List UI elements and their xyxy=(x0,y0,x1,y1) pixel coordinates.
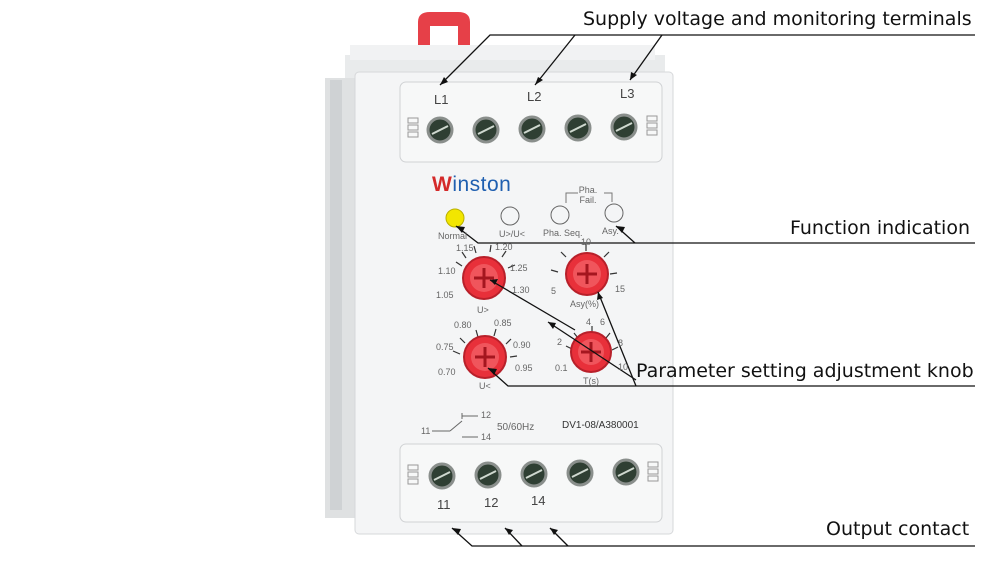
terminal-label-11: 11 xyxy=(437,497,451,512)
brand-rest: inston xyxy=(452,173,512,196)
uunder-tick: 0.70 xyxy=(438,367,456,377)
label-normal: Normal xyxy=(438,231,468,241)
pha-seq-led xyxy=(550,205,570,225)
time-tick: 0.1 xyxy=(555,363,568,373)
top-screws xyxy=(426,113,638,144)
relay-label-12: 12 xyxy=(481,410,492,420)
knob-asy xyxy=(565,252,609,296)
uunder-tick: 0.80 xyxy=(454,320,472,330)
knob-u-over xyxy=(462,256,506,300)
callout-supply-terminals: Supply voltage and monitoring terminals xyxy=(583,8,972,30)
terminal-label-l3: L3 xyxy=(620,86,635,101)
time-tick: 8 xyxy=(618,338,624,348)
time-tick: 6 xyxy=(600,317,606,327)
uunder-tick: 0.75 xyxy=(436,342,454,352)
asy-led xyxy=(604,203,624,223)
relay-label-11: 11 xyxy=(421,426,431,436)
uover-tick: 1.10 xyxy=(438,266,456,276)
label-pha-seq: Pha. Seq. xyxy=(543,228,583,238)
asy-tick: 5 xyxy=(551,286,557,296)
knob-time xyxy=(570,331,612,373)
model-number: DV1-08/A380001 xyxy=(562,420,639,431)
uover-tick: 1.30 xyxy=(512,285,530,295)
uunder-knob-label: U< xyxy=(479,381,491,391)
normal-led xyxy=(445,208,465,228)
asy-tick: 15 xyxy=(615,284,626,294)
label-pha-fail: Pha. Fail. xyxy=(578,185,598,205)
time-tick: 4 xyxy=(586,317,592,327)
callout-function-indication: Function indication xyxy=(790,217,970,239)
time-knob-label: T(s) xyxy=(583,376,599,386)
callout-adjustment-knob: Parameter setting adjustment knob xyxy=(636,360,974,382)
uover-tick: 1.15 xyxy=(456,243,474,253)
uunder-tick: 0.95 xyxy=(515,363,533,373)
uunder-tick: 0.90 xyxy=(513,340,531,350)
terminal-label-l2: L2 xyxy=(527,89,542,104)
asy-tick: 10 xyxy=(581,237,592,247)
uover-tick: 1.20 xyxy=(495,242,513,252)
terminal-label-12: 12 xyxy=(484,495,499,510)
time-tick: 10 xyxy=(618,362,629,372)
relay-symbol xyxy=(432,413,478,438)
terminal-label-l1: L1 xyxy=(434,92,449,107)
uover-tick: 1.05 xyxy=(436,290,454,300)
uunder-tick: 0.85 xyxy=(494,318,512,328)
relay-label-14: 14 xyxy=(481,432,492,442)
uover-tick: 1.25 xyxy=(510,263,528,273)
asy-knob-label: Asy(%) xyxy=(570,299,599,309)
frequency-label: 50/60Hz xyxy=(497,422,535,433)
brand-initial: W xyxy=(432,173,453,196)
brand-logo: Winston xyxy=(432,173,511,197)
time-tick: 2 xyxy=(557,337,563,347)
knob-u-under xyxy=(463,335,507,379)
din-latch xyxy=(418,12,470,55)
uover-knob-label: U> xyxy=(477,305,489,315)
callout-output-contact: Output contact xyxy=(826,518,970,540)
u-fault-led xyxy=(500,206,520,226)
terminal-label-14: 14 xyxy=(531,493,546,508)
label-u-fault: U>/U< xyxy=(499,229,526,239)
label-asy: Asy. xyxy=(602,226,619,236)
bottom-screws xyxy=(428,458,640,490)
